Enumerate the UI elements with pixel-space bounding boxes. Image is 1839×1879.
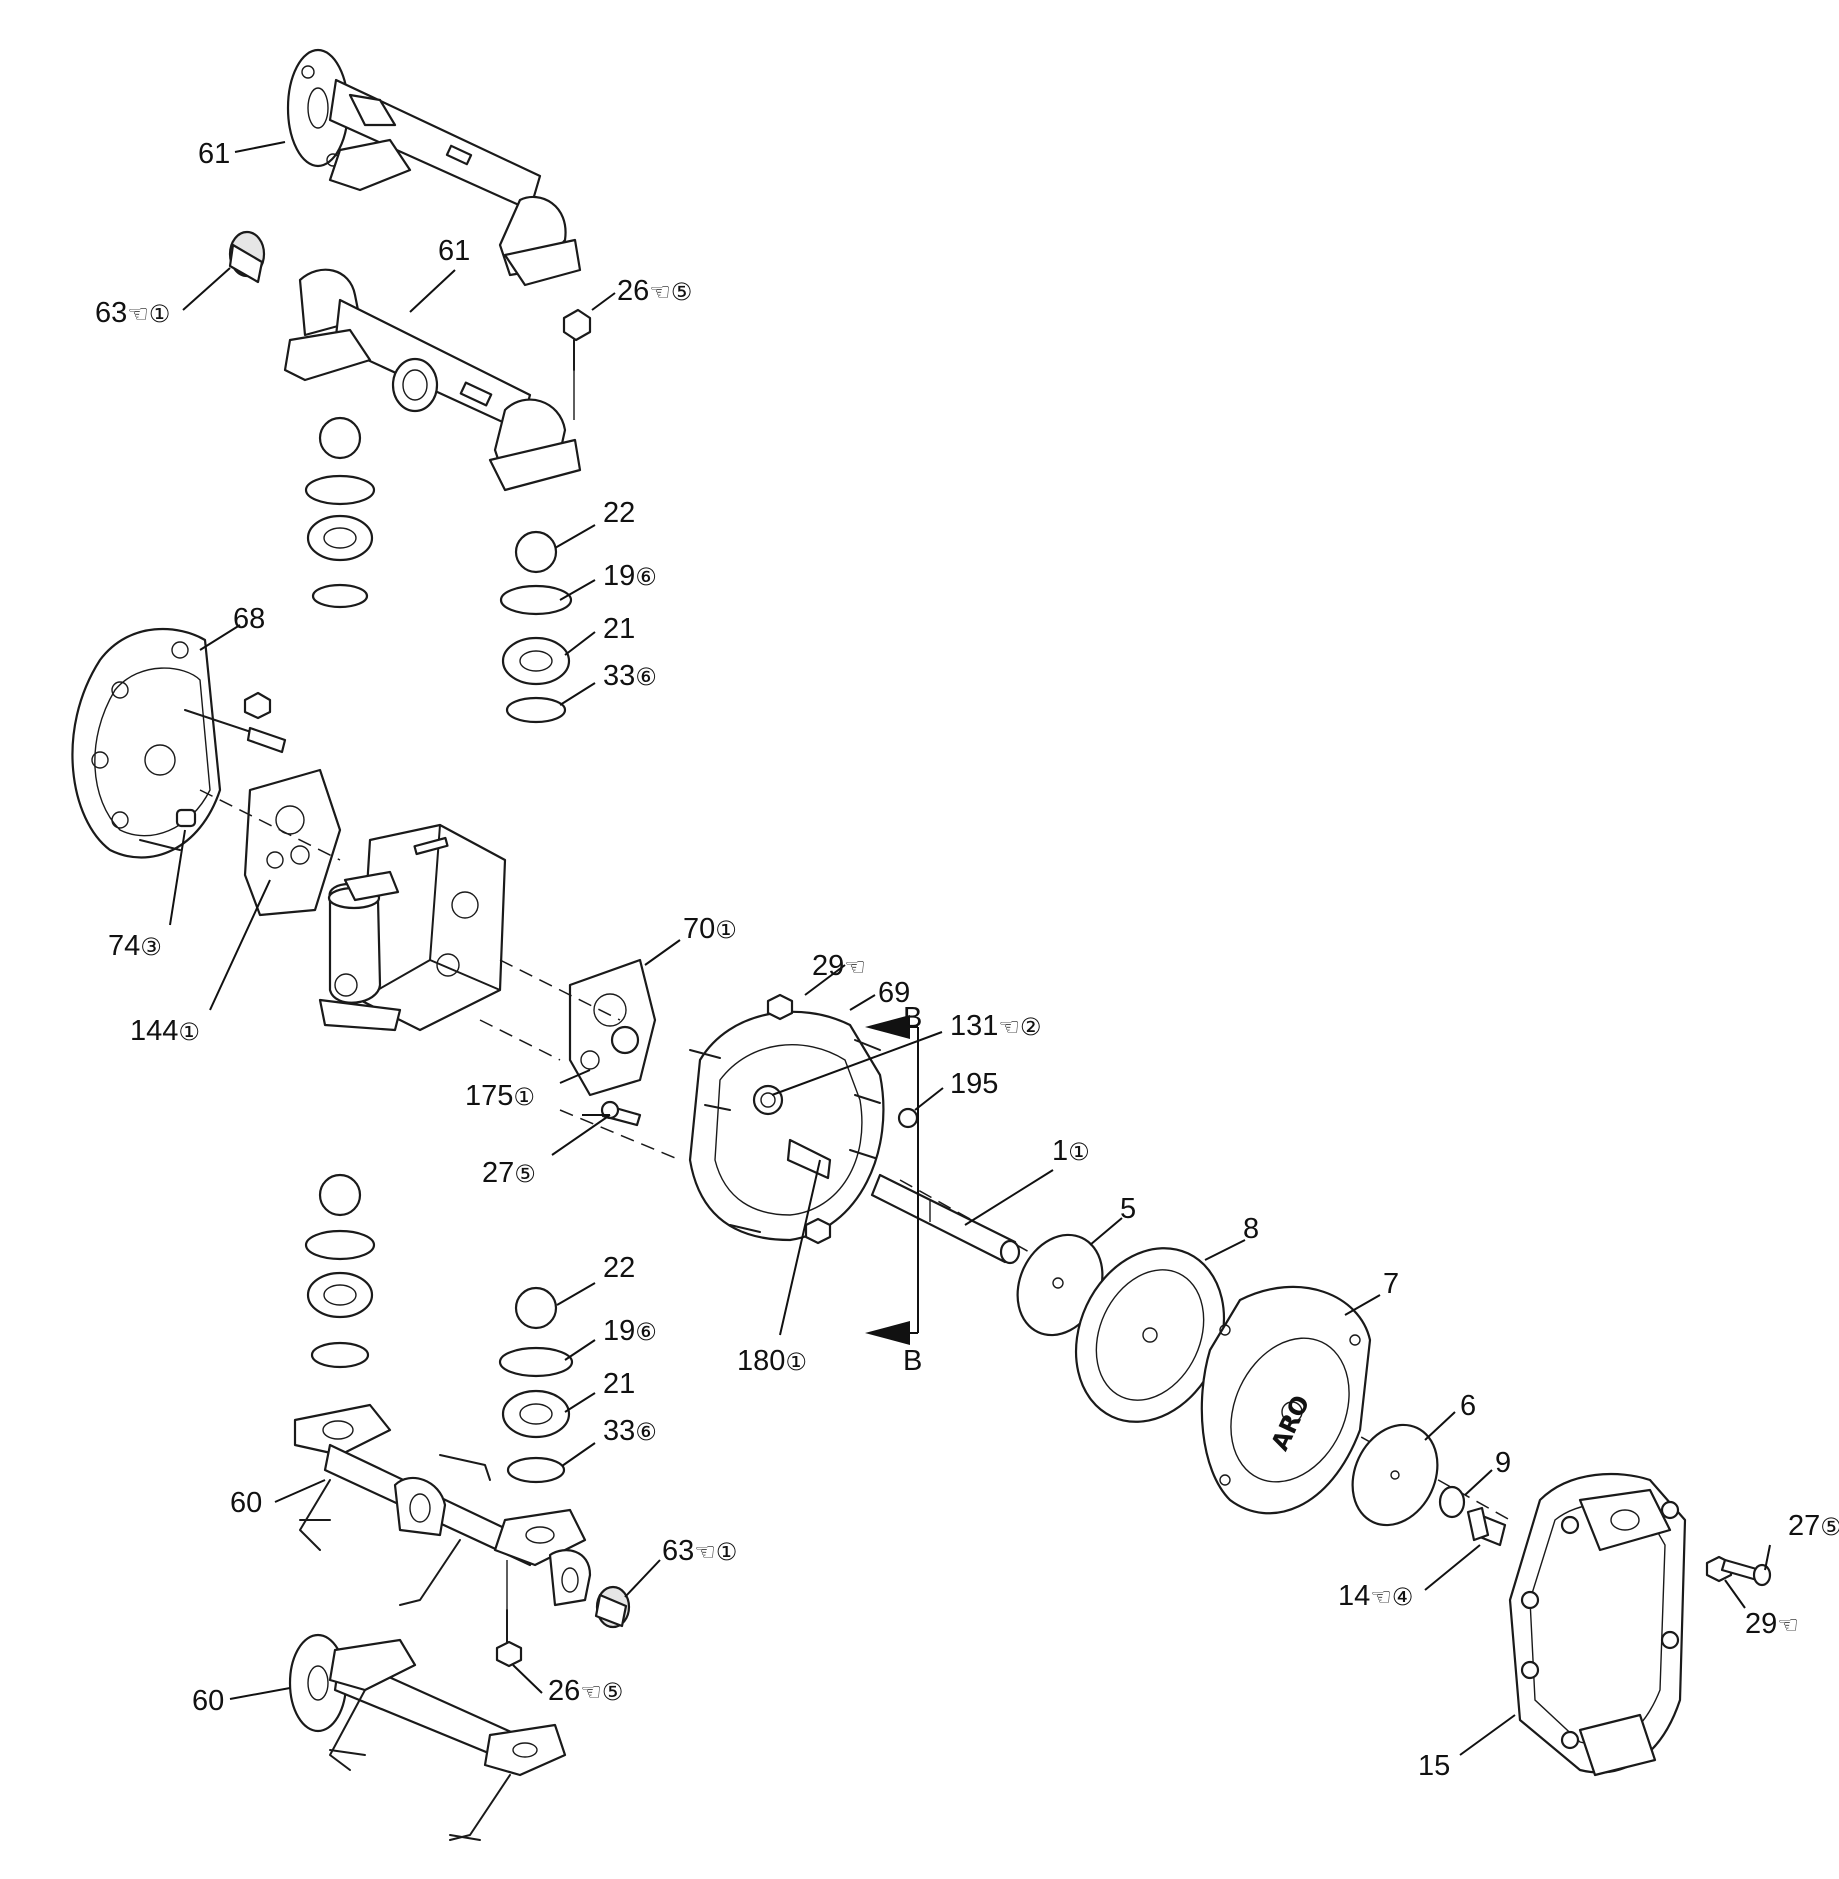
right-check-valve-stack-upper [499,530,573,724]
callout-8: 8 [1243,1213,1259,1245]
section-b-marker [865,1015,919,1345]
callout-27b: 27⑤ [1788,1510,1839,1542]
callout-70: 70① [683,913,737,945]
gasket-left [243,768,342,917]
pipe-plug-lower [594,1585,631,1629]
gasket-right [568,958,657,1097]
axis-line-2 [499,959,621,1021]
callout-61a: 61 [198,138,230,170]
callout-63a: 63☜① [95,297,170,329]
callout-21b: 21 [603,1368,635,1400]
diaphragm-rod [870,1173,1021,1265]
callout-63b: 63☜① [662,1535,737,1567]
washer [1438,1485,1466,1519]
callout-labels: 61 61 63☜① 26☜⑤ 22 19⑥ 21 33⑥ 68 74③ 144… [95,138,1839,1782]
callout-22a: 22 [603,497,635,529]
leader-lines [169,141,1771,1756]
callout-74: 74③ [108,930,162,962]
center-body [318,823,507,1032]
callout-5: 5 [1120,1193,1136,1225]
callout-195: 195 [950,1068,998,1100]
callout-26b: 26☜⑤ [548,1675,623,1707]
callout-131: 131☜② [950,1010,1041,1042]
callout-1: 1① [1052,1135,1090,1167]
callout-69: 69 [878,977,910,1009]
callout-6: 6 [1460,1390,1476,1422]
axis-line-1 [199,789,341,861]
bolt-upper [562,308,592,420]
upper-manifold [283,268,582,492]
callout-60a: 60 [230,1487,262,1519]
callout-b1: B [903,1002,922,1034]
callout-61b: 61 [438,235,470,267]
bolt-lower [495,1560,523,1668]
lower-flanged-manifold [288,1633,567,1841]
callout-9: 9 [1495,1447,1511,1479]
upper-flanged-manifold [286,48,582,287]
diaphragm-main: ARO [1200,1285,1372,1515]
callout-15: 15 [1418,1750,1450,1782]
callout-21a: 21 [603,613,635,645]
callout-180: 180① [737,1345,807,1377]
diaphragm-plate-outer [1351,1423,1439,1527]
callout-27a: 27⑤ [482,1157,536,1189]
fluid-cap [1508,1472,1772,1777]
pipe-plug-upper [228,230,266,284]
left-check-valve-stack-lower [304,1173,376,1369]
callout-60b: 60 [192,1685,224,1717]
callout-29a: 29☜ [812,950,866,982]
callout-68: 68 [233,603,265,635]
callout-144: 144① [130,1015,200,1047]
axis-line-3 [479,1019,561,1061]
callout-14: 14☜④ [1338,1580,1413,1612]
callout-7: 7 [1383,1268,1399,1300]
callout-33b: 33⑥ [603,1415,657,1447]
diaphragm-bolt [1466,1506,1507,1547]
callout-19a: 19⑥ [603,560,657,592]
callout-33a: 33⑥ [603,660,657,692]
callout-b2: B [903,1345,922,1377]
callout-19b: 19⑥ [603,1315,657,1347]
callout-29b: 29☜ [1745,1608,1799,1640]
left-check-valve-stack-upper [304,416,376,609]
lower-manifold [293,1403,592,1607]
right-air-cap [600,993,919,1245]
callout-175: 175① [465,1080,535,1112]
callout-22b: 22 [603,1252,635,1284]
right-check-valve-stack-lower [498,1286,574,1484]
left-air-cap [71,627,287,859]
callout-26a: 26☜⑤ [617,275,692,307]
